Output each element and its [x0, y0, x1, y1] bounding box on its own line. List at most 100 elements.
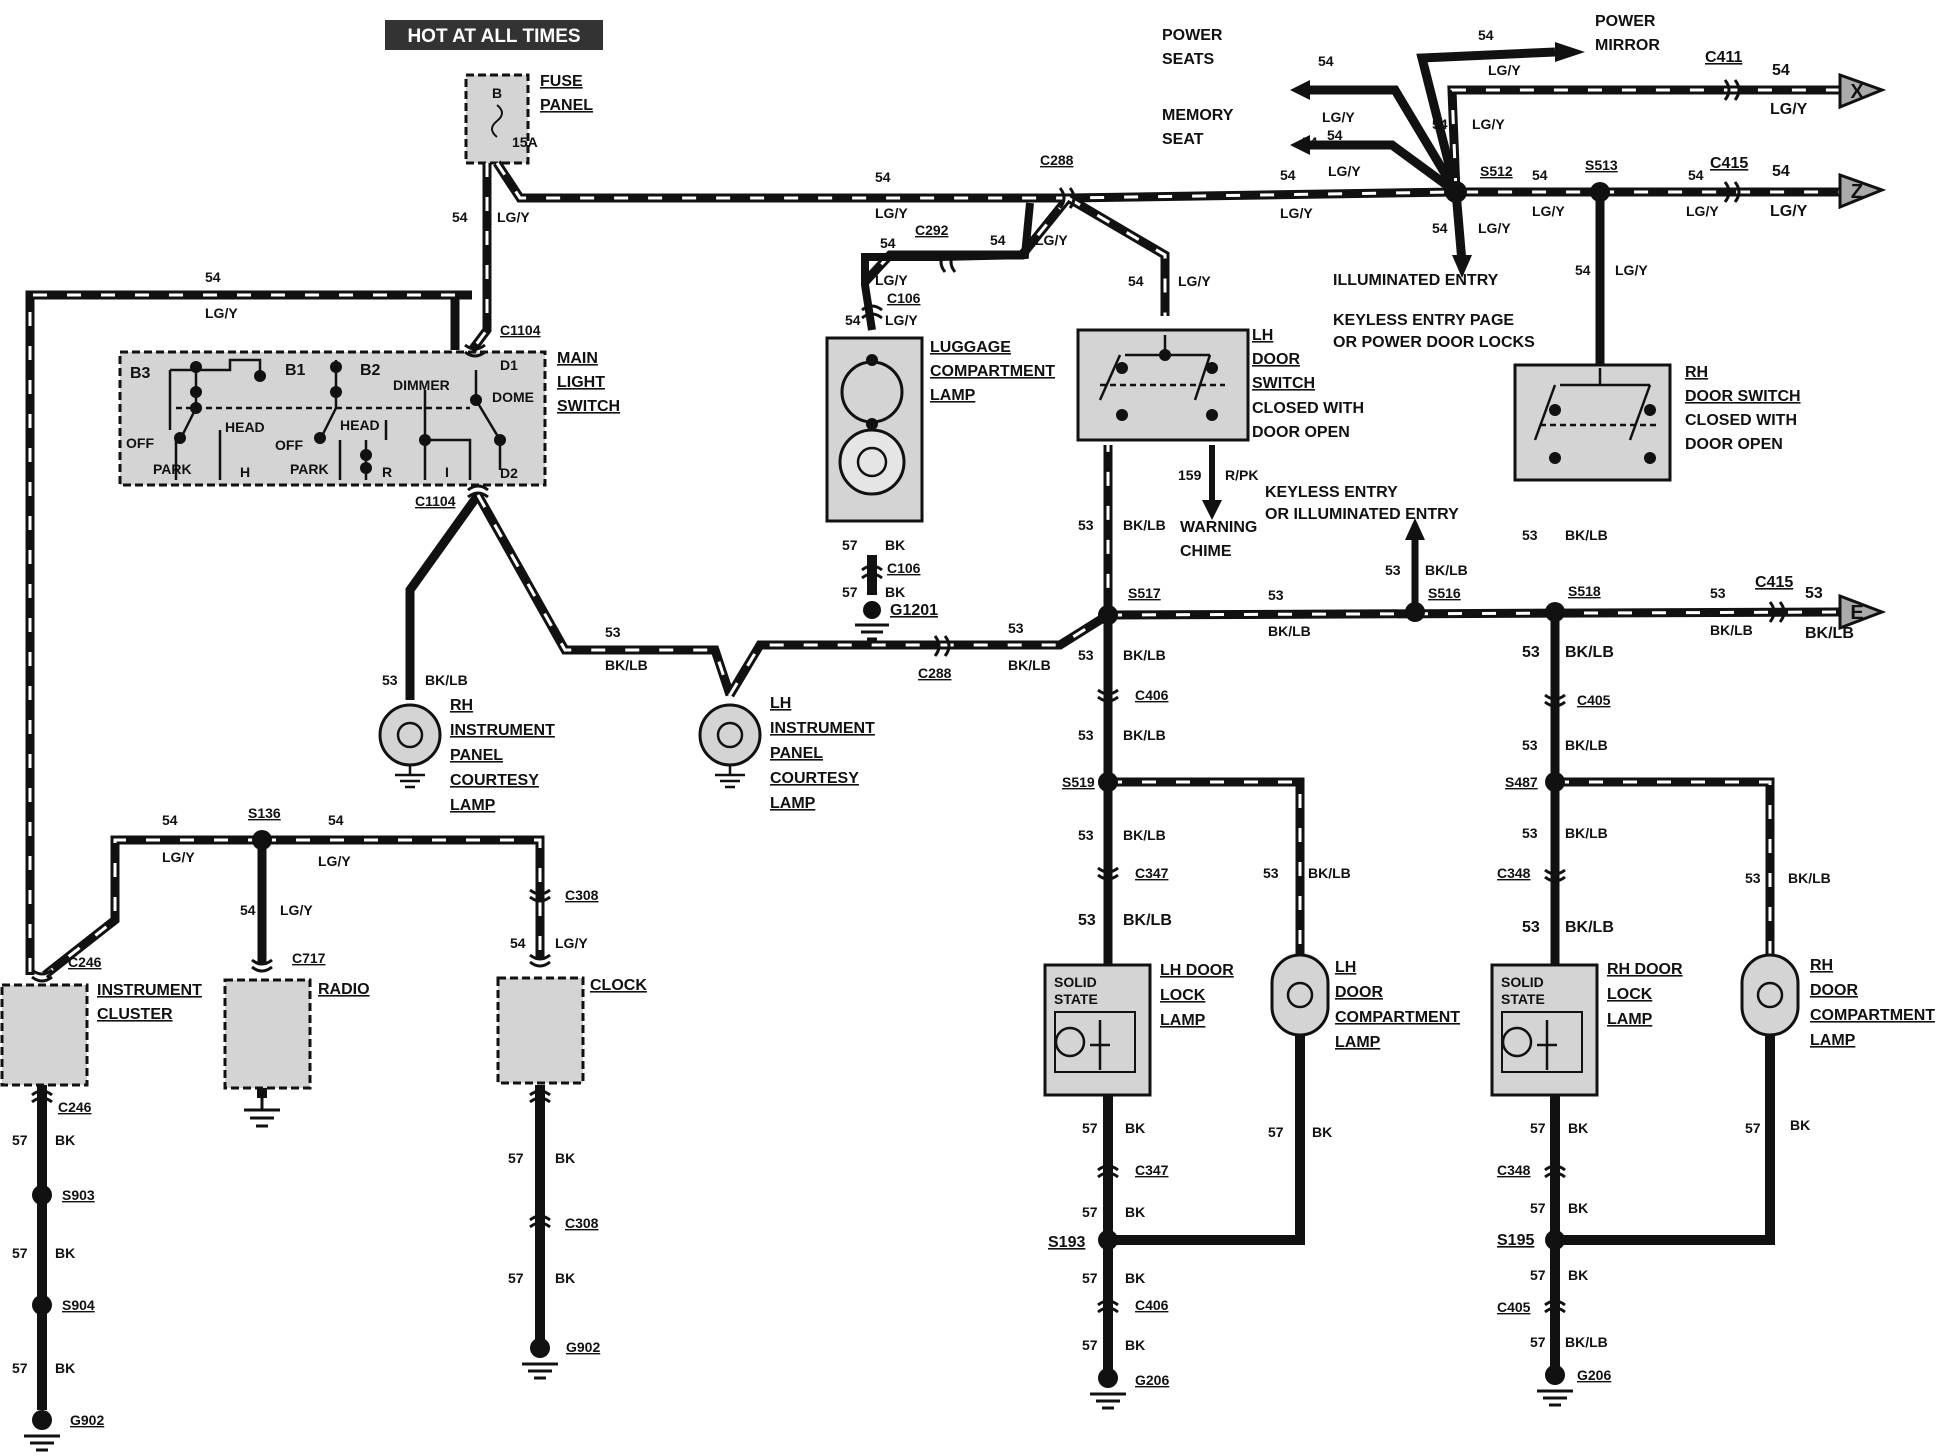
rh-ip-label-5: LAMP	[450, 797, 496, 814]
w-bklb-n: BK/LB	[1123, 827, 1166, 843]
w-54-e: 54	[845, 312, 861, 328]
w-53-h: 53	[1710, 585, 1726, 601]
lh-dcl-label-1: LH	[1335, 959, 1356, 976]
w-lgy-p: LG/Y	[1615, 262, 1648, 278]
lbl-g902-clock: G902	[566, 1339, 600, 1355]
sw-off-2: OFF	[275, 437, 303, 453]
w-53-n: 53	[1078, 827, 1094, 843]
w-53-j: 53	[1078, 647, 1094, 663]
mls-label-1: MAIN	[557, 350, 598, 367]
lbl-c246-bot: C246	[58, 1099, 92, 1115]
rh-dcl-label-4: LAMP	[1810, 1032, 1856, 1049]
w-lgy-d: LG/Y	[875, 272, 908, 288]
sw-i: I	[445, 464, 449, 480]
sw-park-2: PARK	[290, 461, 329, 477]
w-57-h: 57	[1082, 1120, 1098, 1136]
w-57-i: 57	[1268, 1124, 1284, 1140]
w-57-a: 57	[12, 1132, 28, 1148]
w-bklb-r: BK/LB	[1123, 912, 1172, 929]
w-53-p: 53	[1263, 865, 1279, 881]
lh-ip-label-4: COURTESY	[770, 770, 859, 787]
lh-ip-courtesy-lamp: LH INSTRUMENT PANEL COURTESY LAMP	[698, 695, 875, 812]
cluster-label-2: CLUSTER	[97, 1006, 173, 1023]
ground-labels: G1201 G902 G902 G206 G206	[70, 602, 1611, 1428]
w-57-p: 57	[1530, 1267, 1546, 1283]
power-seats-2: SEATS	[1162, 51, 1214, 68]
clock-label: CLOCK	[590, 977, 647, 994]
lbl-c415-top: C415	[1710, 155, 1748, 172]
rh-dsw-label-2: DOOR SWITCH	[1685, 388, 1801, 405]
mls-label-2: LIGHT	[557, 374, 605, 391]
lh-ip-label-3: PANEL	[770, 745, 823, 762]
luggage-label-2: COMPARTMENT	[930, 363, 1055, 380]
rh-ip-label-4: COURTESY	[450, 772, 539, 789]
lbl-c288-bot: C288	[918, 665, 952, 681]
sw-d2: D2	[500, 465, 518, 481]
fuse-label-1: FUSE	[540, 73, 583, 90]
w-54-f: 54	[990, 232, 1006, 248]
rh-ip-label-3: PANEL	[450, 747, 503, 764]
w-lgy-e: LG/Y	[885, 312, 918, 328]
w-53-r: 53	[1078, 912, 1096, 929]
w-57-o: 57	[1530, 1200, 1546, 1216]
w-bklb-h: BK/LB	[1710, 622, 1753, 638]
lbl-c246-top: C246	[68, 954, 102, 970]
lbl-s513: S513	[1585, 157, 1618, 173]
w-53-g: 53	[1522, 527, 1538, 543]
rh-ss-2: STATE	[1501, 991, 1545, 1007]
warning-chime-2: CHIME	[1180, 543, 1232, 560]
lbl-c406-bot: C406	[1135, 1297, 1169, 1313]
w-159: 159	[1178, 467, 1202, 483]
w-bklb-j: BK/LB	[1123, 647, 1166, 663]
luggage-label-1: LUGGAGE	[930, 339, 1011, 356]
w-57-e: 57	[508, 1270, 524, 1286]
w-lgy-g: LG/Y	[1178, 273, 1211, 289]
power-mirror-1: POWER	[1595, 13, 1656, 30]
power-seats-1: POWER	[1162, 27, 1223, 44]
clock: CLOCK	[496, 976, 647, 1085]
w-53-s: 53	[1522, 919, 1540, 936]
rh-door-compartment-lamp: RH DOOR COMPARTMENT LAMP	[1740, 953, 1935, 1049]
w-57-c: 57	[12, 1360, 28, 1376]
w-lgy-j: LG/Y	[1322, 109, 1355, 125]
rh-door-switch: RH DOOR SWITCH CLOSED WITH DOOR OPEN	[1513, 363, 1801, 482]
sw-d1: D1	[500, 357, 518, 373]
w-bklb-c: BK/LB	[1008, 657, 1051, 673]
sw-h: H	[240, 464, 250, 480]
destination-arrows	[1202, 42, 1887, 631]
splice-labels: S512 S513 S517 S516 S518 S519 S487 S136 …	[62, 157, 1618, 1313]
sw-head-2: HEAD	[340, 417, 380, 433]
w-lgy-o: LG/Y	[1478, 220, 1511, 236]
dest-z: Z	[1851, 181, 1863, 203]
cluster-label-1: INSTRUMENT	[97, 982, 202, 999]
lbl-s519: S519	[1062, 774, 1095, 790]
lbl-g902-left: G902	[70, 1412, 104, 1428]
lbl-g206-rh: G206	[1577, 1367, 1611, 1383]
keyless-illum-1: KEYLESS ENTRY	[1265, 484, 1398, 501]
w-lgy-i: LG/Y	[1488, 62, 1521, 78]
rh-dll-label-3: LAMP	[1607, 1011, 1653, 1028]
rh-ip-courtesy-lamp: RH INSTRUMENT PANEL COURTESY LAMP	[378, 697, 555, 814]
lh-ss-1: SOLID	[1054, 974, 1097, 990]
instrument-cluster: INSTRUMENT CLUSTER	[0, 982, 202, 1087]
w-bk-c: BK	[55, 1360, 75, 1376]
w-57-j: 57	[1082, 1204, 1098, 1220]
w-lgy-a: LG/Y	[497, 209, 530, 225]
hot-at-all-times-text: HOT AT ALL TIMES	[407, 26, 580, 47]
lbl-c405-bot: C405	[1497, 1299, 1531, 1315]
keyless-page-1: KEYLESS ENTRY PAGE	[1333, 312, 1514, 329]
lbl-c1104-bot: C1104	[415, 493, 456, 509]
lbl-s195: S195	[1497, 1232, 1534, 1249]
w-bklb-o: BK/LB	[1565, 825, 1608, 841]
w-54-q: 54	[1688, 167, 1704, 183]
lh-dsw-label-5: DOOR OPEN	[1252, 424, 1350, 441]
lh-dll-label-3: LAMP	[1160, 1012, 1206, 1029]
w-lgy-q: LG/Y	[1686, 203, 1719, 219]
w-54-n: 54	[1532, 167, 1548, 183]
w-57-g: 57	[842, 584, 858, 600]
wires-luggage	[861, 202, 1034, 331]
sw-b3: B3	[130, 365, 151, 382]
w-54-k: 54	[1327, 127, 1343, 143]
lh-ip-label-1: LH	[770, 695, 791, 712]
rh-ip-label-2: INSTRUMENT	[450, 722, 555, 739]
